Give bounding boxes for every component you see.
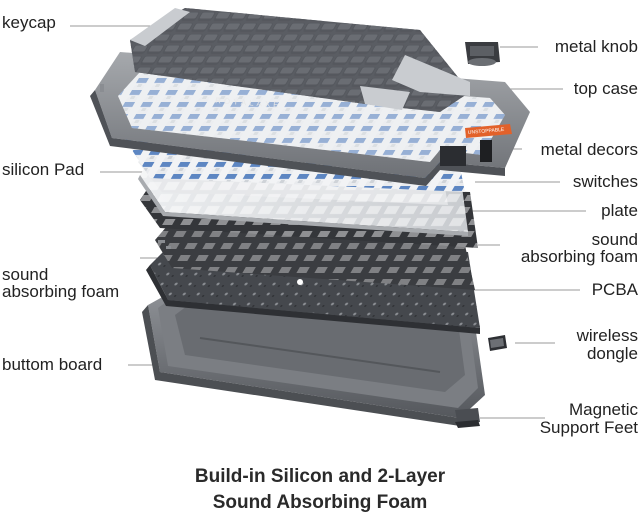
caption-line-2: Sound Absorbing Foam (212, 492, 428, 513)
label-magnetic-feet-1: Magnetic (569, 400, 638, 419)
metal-knob (465, 42, 500, 66)
label-keycap: keycap (2, 13, 56, 32)
label-plate: plate (601, 201, 638, 220)
decor-badge-text: UNSTOPPABLE (468, 127, 506, 136)
screws (100, 84, 171, 249)
label-metal-knob: metal knob (554, 37, 638, 56)
label-pcba: PCBA (591, 280, 638, 299)
keycap-light-row (130, 8, 190, 46)
metal-decors: UNSTOPPABLE (465, 124, 512, 162)
wireless-dongle (488, 335, 507, 351)
keycaps (130, 8, 470, 112)
keycap-light-arrow (360, 86, 410, 110)
label-metal-decors: metal decors (540, 140, 638, 159)
label-top-case: top case (573, 79, 638, 98)
caption-line-1: Build-in Silicon and 2-Layer (194, 466, 446, 487)
label-silicon-pad: silicon Pad (2, 160, 85, 179)
leader-lines (70, 25, 586, 419)
label-magnetic-feet-2: Support Feet (539, 418, 638, 437)
label-wireless-dongle-1: wireless (576, 326, 638, 345)
label-sound-foam-right-1: sound (591, 230, 638, 249)
case-window (440, 146, 466, 166)
label-sound-foam-right-2: absorbing foam (520, 247, 638, 266)
pcb-led-dot (297, 279, 303, 285)
label-wireless-dongle-2: dongle (586, 344, 638, 363)
label-sound-foam-left-2: absorbing foam (2, 282, 120, 301)
magnetic-support-feet (455, 408, 480, 428)
keycap-light-block (392, 55, 470, 96)
label-sound-foam-left-1: sound (2, 265, 49, 284)
label-bottom-board: buttom board (2, 355, 103, 374)
label-switches: switches (572, 172, 638, 191)
